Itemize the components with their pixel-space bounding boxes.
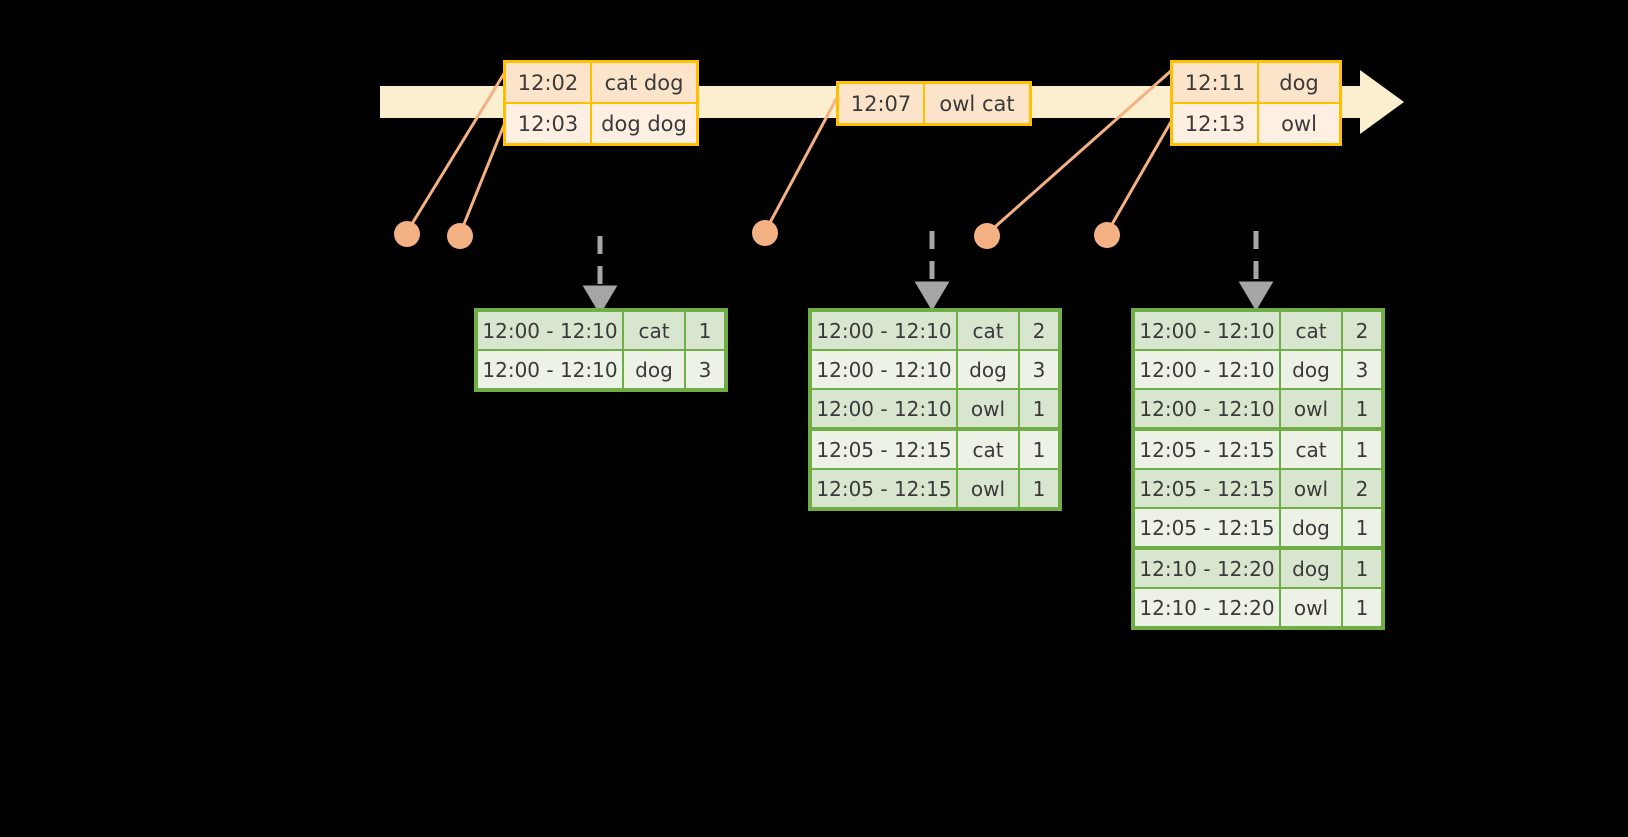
event-time: 12:03 [506,104,590,143]
emit-arrows [582,231,1274,315]
event-row[interactable]: 12:13 owl [1173,102,1339,143]
event-time: 12:13 [1173,104,1257,143]
window-cell: 12:10 - 12:20 [1135,550,1279,587]
window-cell: 12:05 - 12:15 [1135,470,1279,507]
event-time: 12:07 [839,84,923,123]
count-cell: 2 [1341,470,1381,507]
count-cell: 1 [1018,431,1058,468]
count-cell: 2 [1018,312,1058,349]
word-cell: cat [1279,312,1341,349]
count-cell: 1 [1341,550,1381,587]
word-cell: cat [956,431,1018,468]
window-cell: 12:05 - 12:15 [1135,509,1279,546]
event-group-1[interactable]: 12:02 cat dog 12:03 dog dog [503,60,699,146]
event-time: 12:02 [506,63,590,102]
count-cell: 1 [1341,390,1381,427]
count-cell: 1 [1341,589,1381,626]
word-cell: owl [1279,390,1341,427]
window-cell: 12:00 - 12:10 [812,312,956,349]
word-cell: owl [956,390,1018,427]
count-cell: 3 [1018,351,1058,388]
event-dot [394,221,420,247]
word-cell: owl [956,470,1018,507]
window-cell: 12:10 - 12:20 [1135,589,1279,626]
window-cell: 12:00 - 12:10 [478,351,622,388]
event-words: cat dog [590,63,696,102]
window-cell: 12:05 - 12:15 [812,431,956,468]
event-words: owl cat [923,84,1029,123]
event-dot [752,220,778,246]
event-group-3[interactable]: 12:11 dog 12:13 owl [1170,60,1342,146]
word-cell: dog [1279,509,1341,546]
word-cell: cat [622,312,684,349]
event-dot [974,223,1000,249]
event-row[interactable]: 12:11 dog [1173,63,1339,102]
event-group-2[interactable]: 12:07 owl cat [836,81,1032,126]
word-cell: dog [956,351,1018,388]
window-cell: 12:00 - 12:10 [1135,351,1279,388]
window-cell: 12:00 - 12:10 [478,312,622,349]
window-cell: 12:00 - 12:10 [1135,312,1279,349]
event-dots [394,220,1120,249]
word-cell: owl [1279,470,1341,507]
word-cell: dog [1279,550,1341,587]
count-cell: 1 [1341,509,1381,546]
event-dot [1094,222,1120,248]
window-cell: 12:05 - 12:15 [812,470,956,507]
window-cell: 12:00 - 12:10 [812,351,956,388]
count-cell: 1 [1341,431,1381,468]
event-words: dog dog [590,104,696,143]
event-words: owl [1257,104,1339,143]
event-row[interactable]: 12:02 cat dog [506,63,696,102]
event-time: 12:11 [1173,63,1257,102]
event-row[interactable]: 12:03 dog dog [506,102,696,143]
count-cell: 1 [1018,470,1058,507]
count-cell: 3 [684,351,724,388]
count-cell: 1 [684,312,724,349]
count-cell: 1 [1018,390,1058,427]
event-row[interactable]: 12:07 owl cat [839,84,1029,123]
word-cell: dog [1279,351,1341,388]
word-cell: cat [956,312,1018,349]
count-cell: 2 [1341,312,1381,349]
event-words: dog [1257,63,1339,102]
window-cell: 12:00 - 12:10 [812,390,956,427]
count-cell: 3 [1341,351,1381,388]
window-cell: 12:05 - 12:15 [1135,431,1279,468]
word-cell: dog [622,351,684,388]
word-cell: owl [1279,589,1341,626]
event-dot [447,223,473,249]
word-cell: cat [1279,431,1341,468]
window-cell: 12:00 - 12:10 [1135,390,1279,427]
